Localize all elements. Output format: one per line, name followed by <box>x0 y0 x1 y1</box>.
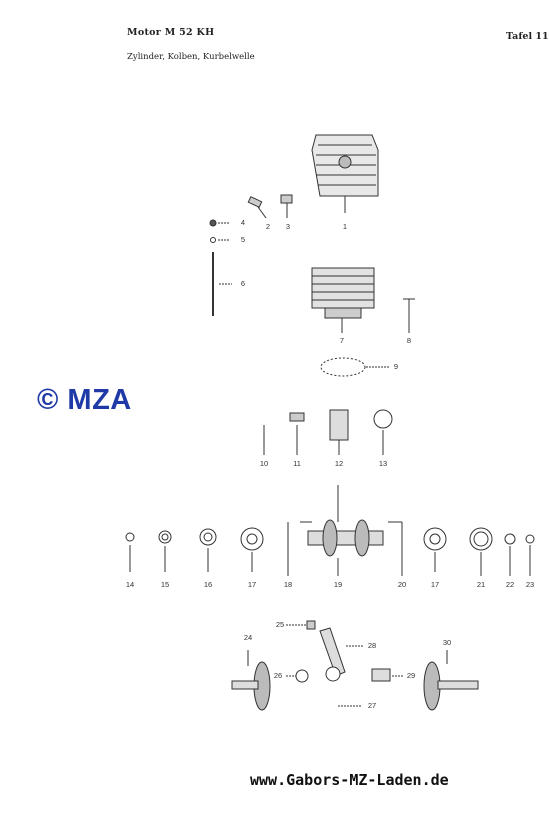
part-number: 8 <box>406 336 412 345</box>
part-number: 30 <box>442 638 452 647</box>
part-crankshaft-row <box>125 485 535 576</box>
website-watermark: www.Gabors-MZ-Laden.de <box>250 771 449 789</box>
part-number: 20 <box>397 580 407 589</box>
part-4-5-6 <box>209 219 232 316</box>
part-number: 21 <box>476 580 486 589</box>
part-number: 2 <box>265 222 271 231</box>
part-number: 19 <box>333 580 343 589</box>
document-title: Motor M 52 KH <box>127 27 215 38</box>
part-number: 7 <box>339 336 345 345</box>
part-number: 28 <box>367 641 377 650</box>
part-number: 1 <box>342 222 348 231</box>
part-number: 9 <box>393 362 399 371</box>
part-number: 25 <box>275 620 285 629</box>
part-number: 18 <box>283 580 293 589</box>
part-number: 13 <box>378 459 388 468</box>
part-number: 24 <box>243 633 253 642</box>
part-number: 10 <box>259 459 269 468</box>
part-number: 22 <box>505 580 515 589</box>
part-number: 15 <box>160 580 170 589</box>
part-cylinder <box>311 267 375 333</box>
part-number: 5 <box>240 235 246 244</box>
part-8 <box>403 298 415 333</box>
part-piston-group <box>263 409 393 455</box>
plate-number: Tafel 11 <box>506 31 549 42</box>
part-crank-detail <box>231 620 479 711</box>
part-number: 23 <box>525 580 535 589</box>
part-number: 12 <box>334 459 344 468</box>
part-number: 17 <box>430 580 440 589</box>
part-number: 16 <box>203 580 213 589</box>
part-number: 14 <box>125 580 135 589</box>
part-number: 4 <box>240 218 246 227</box>
part-number: 3 <box>285 222 291 231</box>
document-subtitle: Zylinder, Kolben, Kurbelwelle <box>127 52 255 62</box>
part-2-3 <box>247 194 293 219</box>
part-gasket <box>320 357 390 377</box>
part-cylinder-head <box>311 134 379 213</box>
part-number: 11 <box>293 459 301 468</box>
part-number: 6 <box>240 279 246 288</box>
part-number: 29 <box>406 671 416 680</box>
copyright-watermark: © MZA <box>37 384 132 416</box>
part-number: 26 <box>273 671 283 680</box>
part-number: 17 <box>247 580 257 589</box>
part-number: 27 <box>367 701 377 710</box>
